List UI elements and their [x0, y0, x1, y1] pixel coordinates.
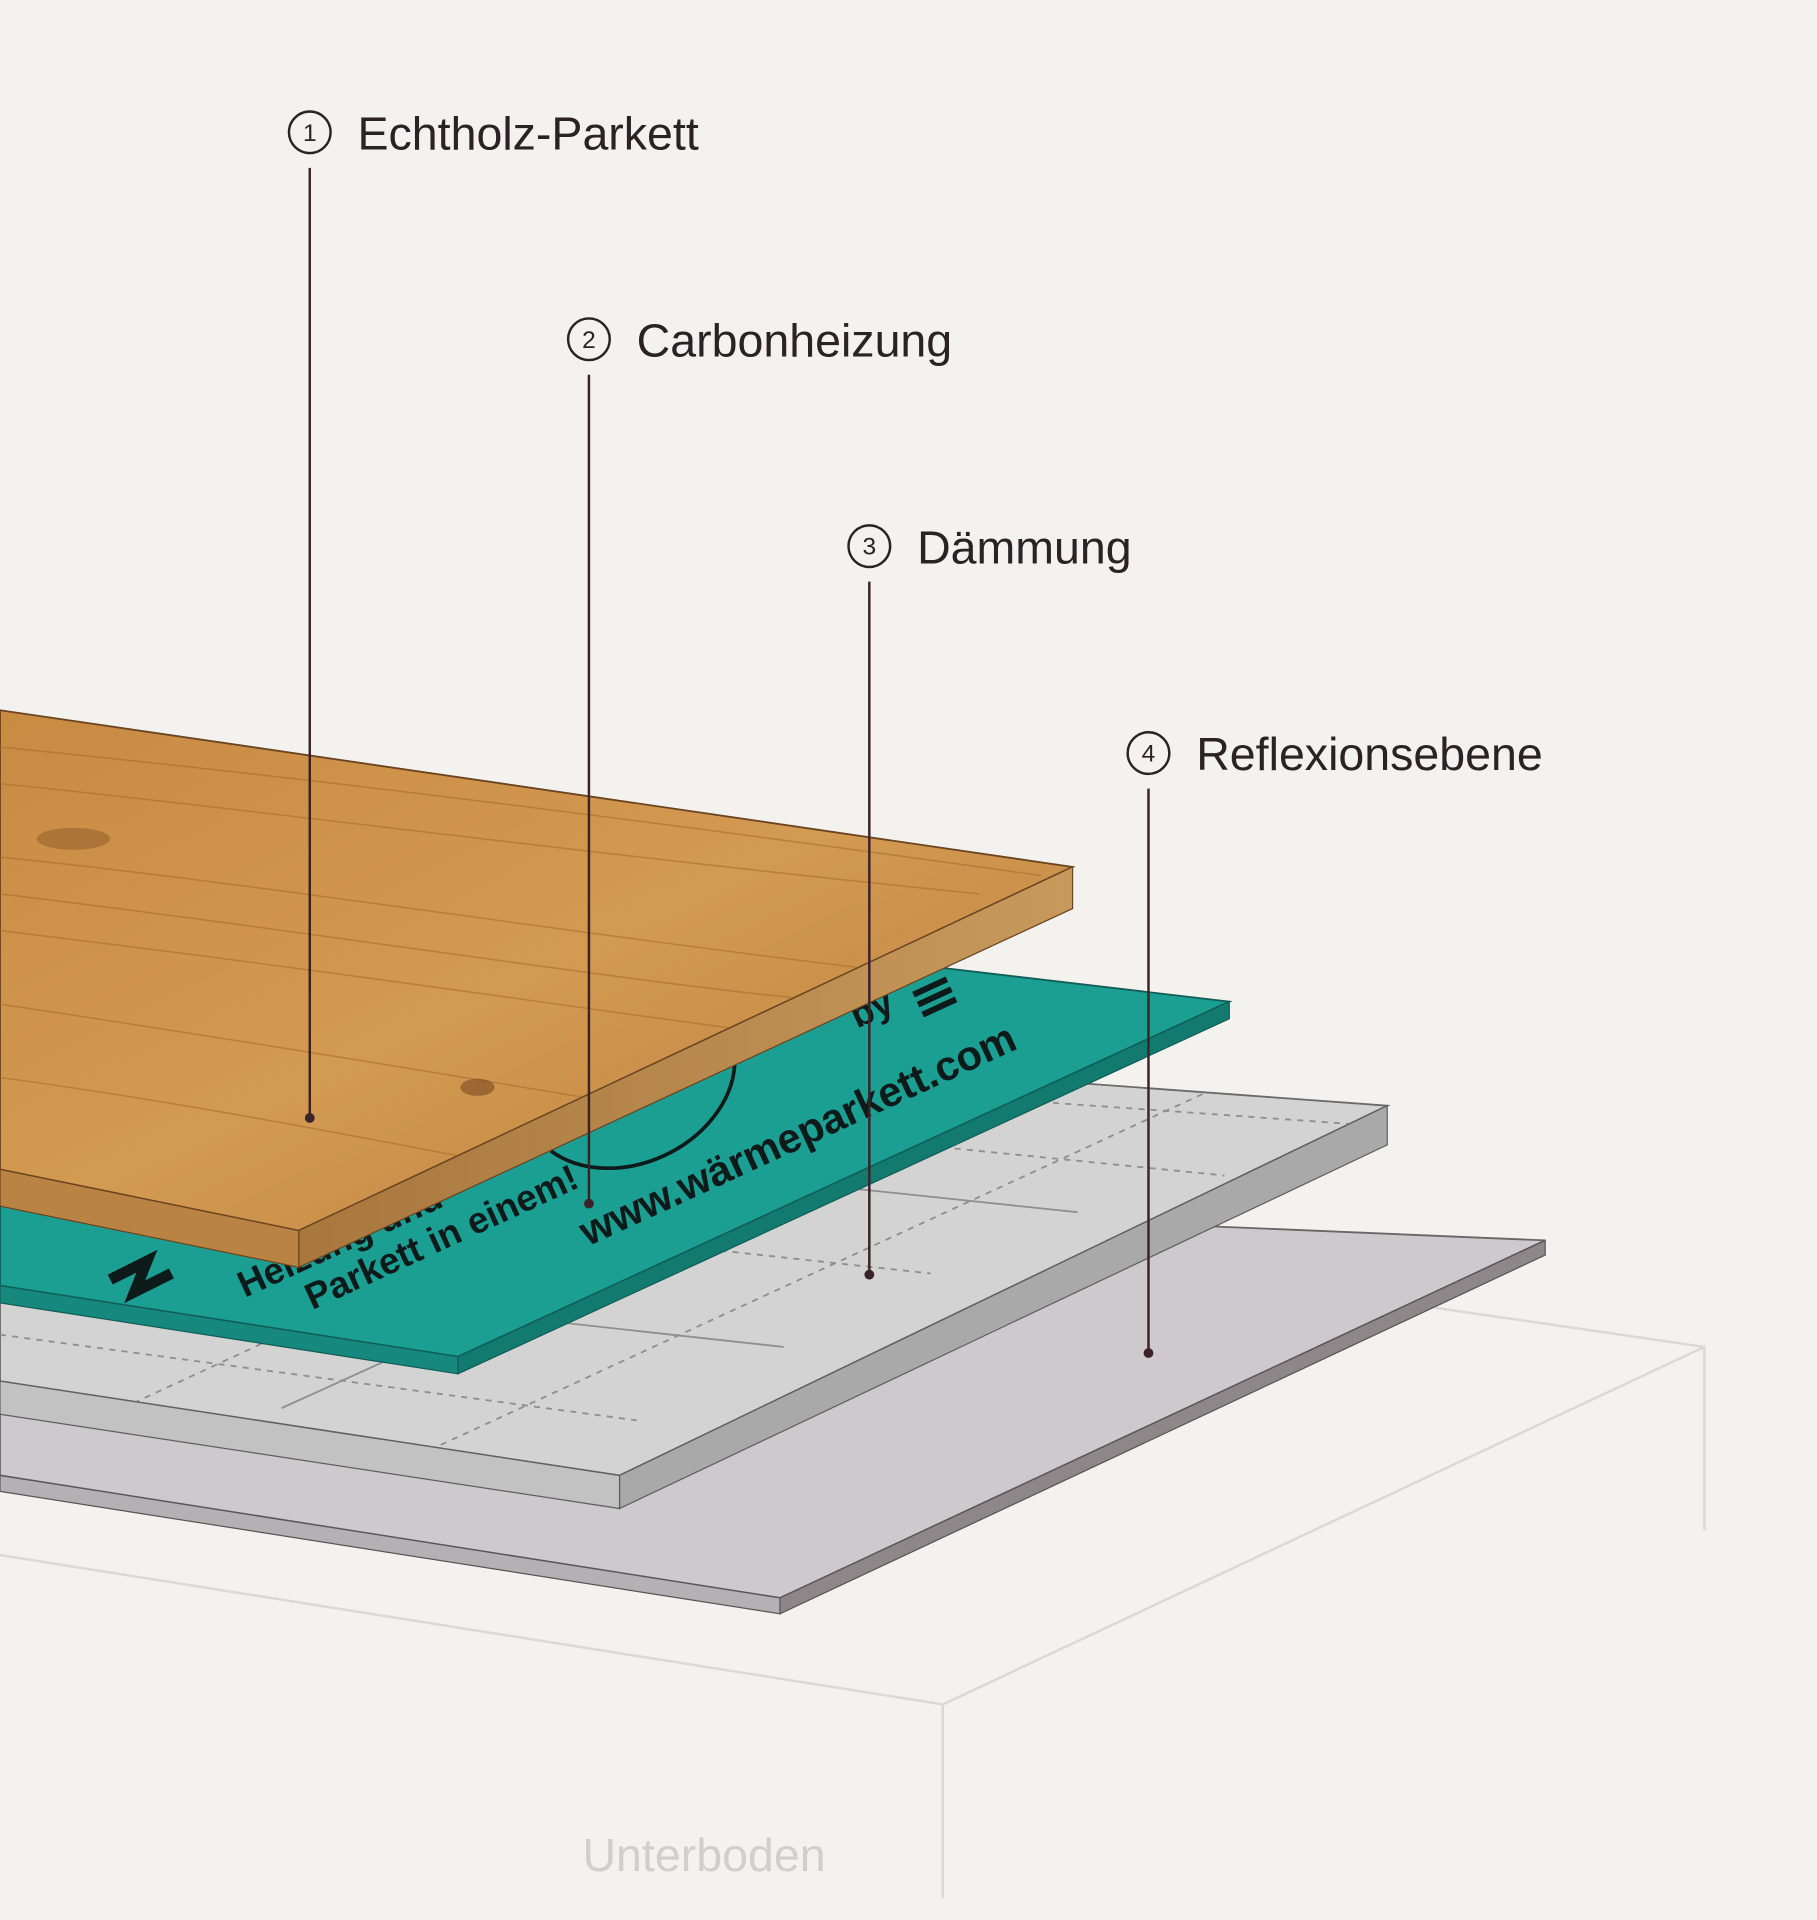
number-circle-icon	[287, 110, 332, 155]
label-4: 4 Reflexionsebene	[1126, 728, 1543, 1358]
label-number: 3	[863, 534, 877, 561]
subfloor-outline	[0, 1306, 1706, 1898]
number-circle-icon	[566, 317, 611, 362]
leader-dot	[304, 1113, 315, 1123]
wood-knot	[460, 1078, 495, 1096]
label-number: 2	[582, 327, 596, 354]
label-number: 4	[1142, 741, 1156, 768]
brand-mark-icon	[107, 1249, 174, 1304]
label-text: Reflexionsebene	[1196, 728, 1543, 780]
label-number: 1	[303, 120, 317, 147]
label-text: Dämmung	[917, 521, 1132, 573]
leader-dot	[584, 1198, 594, 1209]
label-1: 1 Echtholz-Parkett	[287, 107, 699, 1123]
label-text: Carbonheizung	[637, 314, 953, 366]
leader-dot	[864, 1269, 875, 1280]
leader-dot	[1143, 1348, 1154, 1358]
subfloor-label: Unterboden	[582, 1829, 825, 1881]
brand-logo-icon	[912, 976, 958, 1018]
label-text: Echtholz-Parkett	[358, 107, 699, 159]
number-circle-icon	[847, 524, 892, 569]
label-3: 3 Dämmung	[847, 521, 1132, 1280]
wood-knot	[36, 827, 111, 850]
label-2: 2 Carbonheizung	[566, 314, 953, 1209]
number-circle-icon	[1126, 731, 1171, 776]
wood-parquet-layer	[0, 709, 1076, 1269]
